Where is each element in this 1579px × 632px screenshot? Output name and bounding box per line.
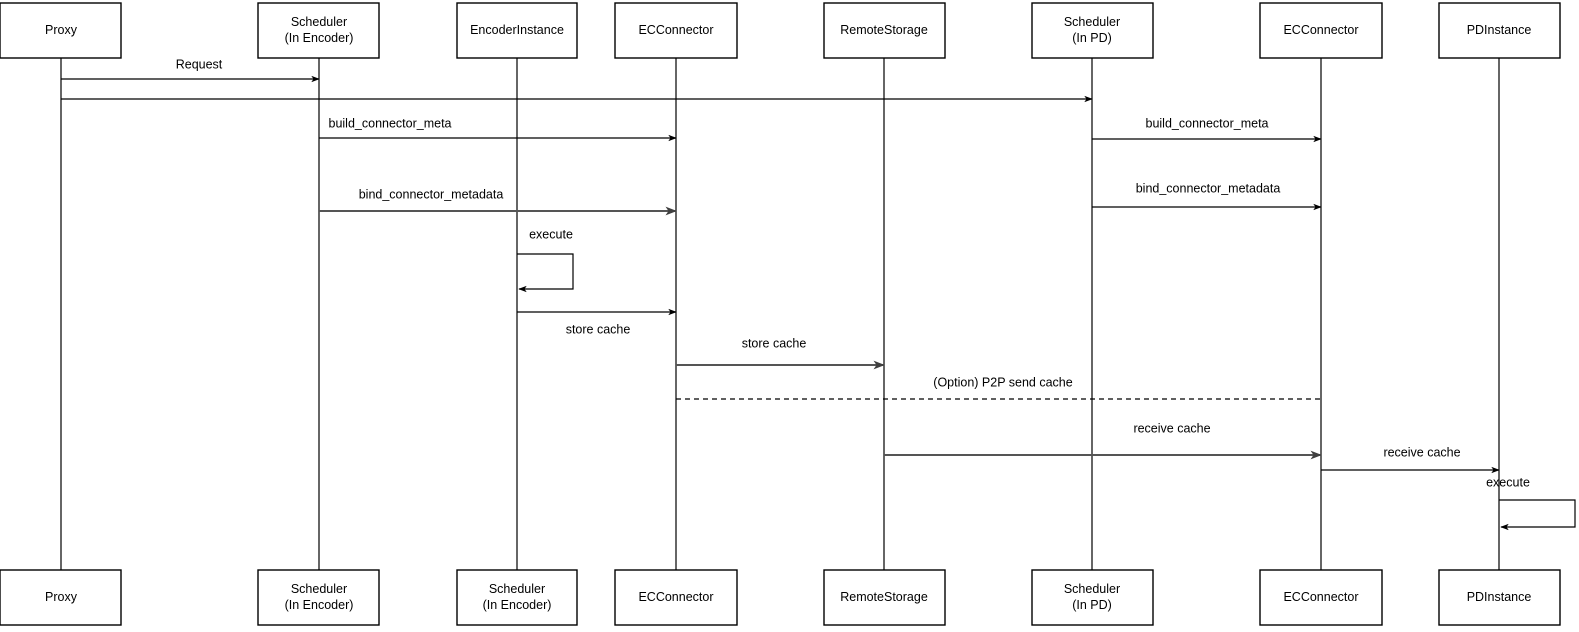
message-m7[interactable]: execute bbox=[517, 227, 574, 293]
message-label: build_connector_meta bbox=[1146, 116, 1269, 130]
participant-bottom-box-label-line: (In PD) bbox=[1072, 598, 1112, 612]
message-m6[interactable]: bind_connector_metadata bbox=[1092, 181, 1322, 211]
message-label: receive cache bbox=[1133, 421, 1210, 435]
participant-top-box-scheduler-in-encoder[interactable]: Scheduler (In Encoder) bbox=[257, 2, 380, 59]
lifelines-layer bbox=[60, 58, 1500, 570]
message-label: (Option) P2P send cache bbox=[933, 375, 1072, 389]
participant-bottom-box-label-line: ECConnector bbox=[638, 590, 713, 604]
participant-top-box-label-line: EncoderInstance bbox=[470, 23, 564, 37]
participant-bottom-box-ec-connector-encoder[interactable]: ECConnector bbox=[614, 569, 738, 626]
participant-top-box-label-line: RemoteStorage bbox=[840, 23, 928, 37]
message-m1[interactable]: Request bbox=[61, 57, 320, 83]
participant-top-box-scheduler-in-pd[interactable]: Scheduler (In PD) bbox=[1031, 2, 1154, 59]
participant-top-box-rect bbox=[1438, 2, 1561, 59]
participant-bottom-box-label-line: RemoteStorage bbox=[840, 590, 928, 604]
participant-bottom-box-label-line: Scheduler bbox=[1064, 582, 1120, 596]
participant-bottom-box-label-line: PDInstance bbox=[1467, 590, 1532, 604]
participant-bottom-box-label-line: ECConnector bbox=[1283, 590, 1358, 604]
participant-top-box-label-line: (In Encoder) bbox=[285, 31, 354, 45]
participant-bottom-box-rect bbox=[1438, 569, 1561, 626]
message-m5[interactable]: bind_connector_metadata bbox=[319, 187, 677, 216]
participant-bottom-box-rect bbox=[1031, 569, 1154, 626]
participant-top-box-rect bbox=[257, 2, 380, 59]
message-m3[interactable]: build_connector_meta bbox=[319, 116, 677, 142]
participant-bottom-box-proxy[interactable]: Proxy bbox=[0, 569, 122, 626]
participant-top-box-rect bbox=[1031, 2, 1154, 59]
participant-top-box-label-line: (In PD) bbox=[1072, 31, 1112, 45]
message-label: build_connector_meta bbox=[329, 116, 452, 130]
message-m10[interactable]: (Option) P2P send cache bbox=[676, 375, 1321, 400]
participant-top-box-rect bbox=[0, 2, 122, 59]
participant-bottom-box-encoder-instance[interactable]: Scheduler (In Encoder) bbox=[456, 569, 578, 626]
participant-top-box-label-line: ECConnector bbox=[1283, 23, 1358, 37]
participant-top-box-label-line: Scheduler bbox=[291, 15, 347, 29]
message-m11[interactable]: receive cache bbox=[884, 421, 1322, 460]
message-label: receive cache bbox=[1383, 445, 1460, 459]
participant-top-box-proxy[interactable]: Proxy bbox=[0, 2, 122, 59]
message-label: store cache bbox=[566, 322, 631, 336]
message-m8[interactable]: store cache bbox=[517, 308, 677, 336]
message-label: Request bbox=[176, 57, 223, 71]
participant-top-box-encoder-instance[interactable]: EncoderInstance bbox=[456, 2, 578, 59]
participant-top-box-ec-connector-pd[interactable]: ECConnector bbox=[1259, 2, 1383, 59]
participant-top-box-rect bbox=[456, 2, 578, 59]
participant-bottom-box-label-line: Scheduler bbox=[489, 582, 545, 596]
participant-bottom-box-label-line: Scheduler bbox=[291, 582, 347, 596]
participant-bottom-box-rect bbox=[456, 569, 578, 626]
message-label: execute bbox=[1486, 475, 1530, 489]
participant-top-box-pd-instance[interactable]: PDInstance bbox=[1438, 2, 1561, 59]
participant-bottom-box-scheduler-in-pd[interactable]: Scheduler (In PD) bbox=[1031, 569, 1154, 626]
message-m4[interactable]: build_connector_meta bbox=[1092, 116, 1322, 143]
participant-bottom-box-remote-storage[interactable]: RemoteStorage bbox=[823, 569, 946, 626]
participant-bottom-box-scheduler-in-encoder[interactable]: Scheduler (In Encoder) bbox=[257, 569, 380, 626]
self-message-path bbox=[517, 253, 574, 293]
participant-bottom-box-rect bbox=[257, 569, 380, 626]
message-label: execute bbox=[529, 227, 573, 241]
participant-top-box-label-line: ECConnector bbox=[638, 23, 713, 37]
participant-top-box-remote-storage[interactable]: RemoteStorage bbox=[823, 2, 946, 59]
self-message-path bbox=[1499, 499, 1576, 531]
participant-top-box-rect bbox=[1259, 2, 1383, 59]
participant-bottom-box-pd-instance[interactable]: PDInstance bbox=[1438, 569, 1561, 626]
participant-top-box-label-line: Scheduler bbox=[1064, 15, 1120, 29]
message-label: bind_connector_metadata bbox=[1136, 181, 1281, 195]
message-m12[interactable]: receive cache bbox=[1321, 445, 1500, 474]
participant-top-box-rect bbox=[614, 2, 738, 59]
message-m9[interactable]: store cache bbox=[676, 336, 885, 370]
participant-top-box-rect bbox=[823, 2, 946, 59]
participant-bottom-box-label-line: (In Encoder) bbox=[285, 598, 354, 612]
participant-bottom-box-rect bbox=[1259, 569, 1383, 626]
participant-bottom-box-rect bbox=[823, 569, 946, 626]
message-label: store cache bbox=[742, 336, 807, 350]
message-label: bind_connector_metadata bbox=[359, 187, 504, 201]
participant-top-box-ec-connector-encoder[interactable]: ECConnector bbox=[614, 2, 738, 59]
participant-bottom-box-ec-connector-pd[interactable]: ECConnector bbox=[1259, 569, 1383, 626]
message-m13[interactable]: execute bbox=[1486, 475, 1576, 531]
participant-bottom-box-label-line: Proxy bbox=[45, 590, 78, 604]
participant-top-box-label-line: PDInstance bbox=[1467, 23, 1532, 37]
participant-top-box-label-line: Proxy bbox=[45, 23, 78, 37]
participant-bottom-box-label-line: (In Encoder) bbox=[483, 598, 552, 612]
participant-bottom-box-rect bbox=[0, 569, 122, 626]
participant-bottom-box-rect bbox=[614, 569, 738, 626]
messages-layer: Request build_connector_meta build_connect… bbox=[61, 57, 1576, 531]
